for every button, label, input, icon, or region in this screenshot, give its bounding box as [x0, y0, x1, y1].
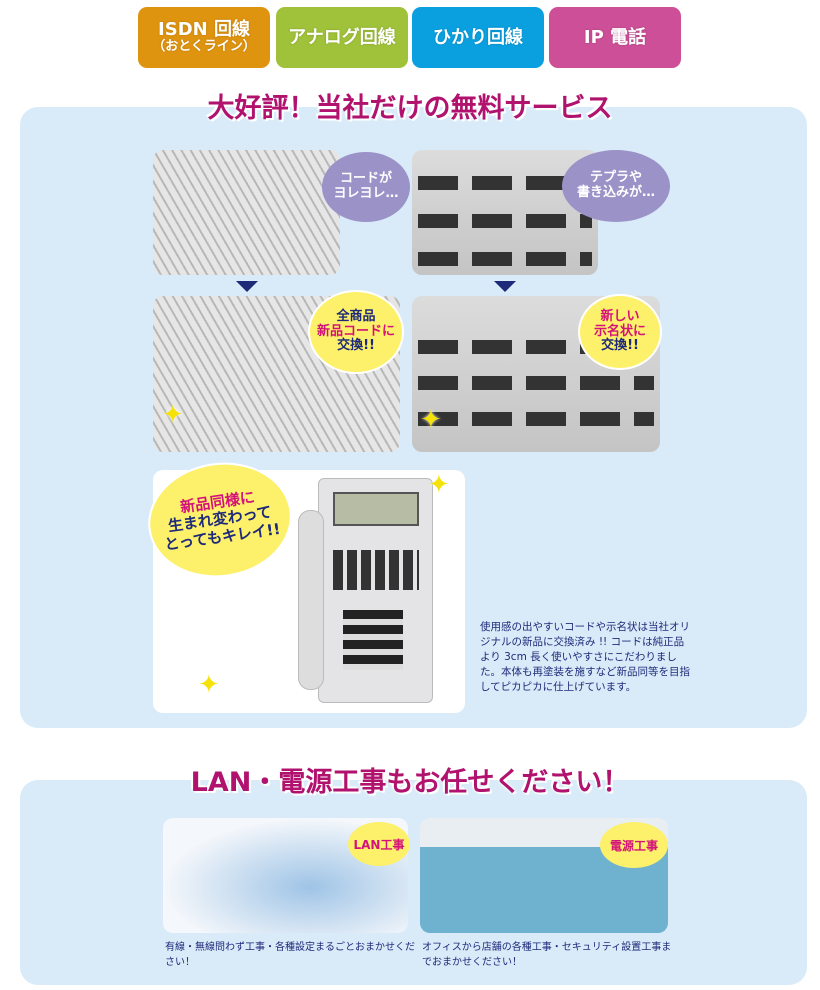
bubble-text: 新品コードに: [316, 323, 395, 339]
phone-keys: [333, 550, 419, 590]
tab-analog[interactable]: アナログ回線: [276, 7, 408, 68]
bubble-text: 交換!!: [337, 338, 375, 354]
lan-caption: 有線・無線問わず工事・各種設定まるごとおまかせください！: [165, 942, 415, 968]
sparkle-icon: ✦: [162, 400, 184, 430]
label-before-bubble: テプラや 書き込みが…: [562, 150, 670, 222]
tab-label: ひかり回線: [433, 26, 523, 48]
tab-label: IP 電話: [583, 26, 647, 48]
tab-hikari[interactable]: ひかり回線: [412, 7, 544, 68]
bubble-text: 交換!!: [601, 338, 639, 354]
bubble-text: 新しい: [600, 308, 640, 324]
old-cord-photo: [153, 150, 340, 275]
lan-tag: LAN工事: [348, 822, 410, 866]
tab-sublabel: （おとくライン）: [152, 39, 256, 55]
label-after-bubble: 新しい示名状に交換!!: [580, 296, 660, 368]
power-caption: オフィスから店舗の各種工事・セキュリティ設置工事までおまかせください！: [422, 942, 672, 968]
phone-display: [333, 492, 419, 526]
cord-before-bubble: コードが ヨレヨレ…: [322, 152, 410, 222]
sparkle-icon: ✦: [420, 405, 442, 435]
tab-isdn[interactable]: ISDN 回線（おとくライン）: [138, 7, 270, 68]
arrow-down-icon: [494, 281, 516, 292]
construction-panel: [20, 780, 807, 985]
service-description: 使用感の出やすいコードや示名状は当社オリジナルの新品に交換済み !! コードは純…: [480, 621, 690, 693]
bubble-text: 全商品: [336, 308, 376, 324]
cord-after-bubble: 全商品新品コードに交換!!: [310, 292, 402, 372]
tab-label: アナログ回線: [288, 26, 396, 48]
tab-label: ISDN 回線: [158, 19, 250, 41]
bubble-text: 示名状に: [593, 323, 646, 339]
construction-title: LAN・電源工事もお任せください！: [190, 767, 630, 798]
arrow-down-icon: [236, 281, 258, 292]
handset: [298, 510, 324, 690]
phone-dialpad: [343, 610, 403, 670]
sparkle-icon: ✦: [198, 670, 220, 700]
power-tag: 電源工事: [600, 822, 668, 868]
service-title: 大好評！当社だけの無料サービス: [207, 93, 613, 124]
tab-ip-phone[interactable]: IP 電話: [549, 7, 681, 68]
phone-photo: [153, 470, 465, 713]
sparkle-icon: ✦: [428, 470, 450, 500]
